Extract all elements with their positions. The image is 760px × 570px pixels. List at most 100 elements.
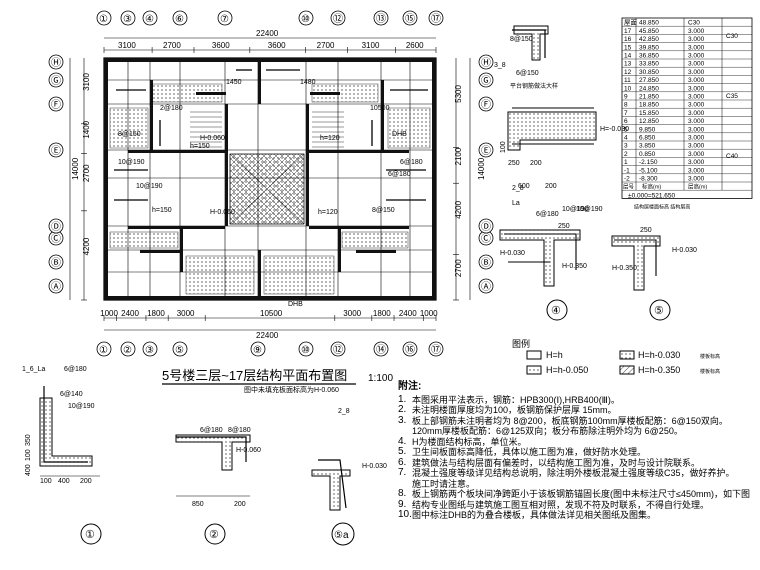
slab-region-lowered bbox=[263, 255, 335, 295]
axis-bubble-top bbox=[373, 10, 389, 26]
axis-bubble-bottom-label: ⑫ bbox=[333, 344, 343, 356]
axis-bubble-top-label: ⑩ bbox=[301, 14, 310, 25]
axis-bubble-right bbox=[478, 54, 494, 70]
plan-label: H-0.060 bbox=[210, 209, 235, 216]
plan-label: 10500 bbox=[370, 105, 390, 112]
detail-3-rebar-top bbox=[512, 29, 546, 58]
note-text: 本图采用平法表示，钢筋：HPB300(Ⅰ),HRB400(Ⅲ)。 bbox=[412, 394, 620, 405]
dim-value: 10500 bbox=[260, 309, 283, 318]
note-item: 120mm厚楼板配筋：6@125双向；板分布筋除注明外均为 6@250。 bbox=[398, 426, 754, 437]
level-table-elev: 24.850 bbox=[639, 85, 659, 92]
detail-5a: 2_8 H-0.030 ⑤a bbox=[311, 408, 387, 546]
note-text: 卫生间板面标高降低，具体以施工图为准，做好防水处理。 bbox=[412, 447, 647, 457]
legend-swatch-4 bbox=[619, 365, 635, 375]
legend: 图例 H=h H=h-0.030 H=h-0.050 H=h-0.350 楼板标… bbox=[512, 338, 720, 375]
level-table-header: 层号 bbox=[623, 184, 635, 191]
detail-1-dim-3: 200 bbox=[80, 478, 92, 485]
note-number: 8. bbox=[398, 489, 407, 499]
axis-bubble-right-label: Ⓑ bbox=[481, 257, 491, 269]
dim-value: 1400 bbox=[82, 120, 91, 138]
dim-value: 3100 bbox=[362, 41, 380, 50]
detail-3-top: 3_8 bbox=[494, 62, 506, 69]
shear-wall bbox=[180, 226, 183, 272]
detail-5a-label: ⑤a bbox=[334, 530, 349, 541]
level-table-height: 3.000 bbox=[688, 143, 705, 150]
level-table-elev: 30.850 bbox=[639, 69, 659, 76]
note-text: 板上部钢筋未注明者均为 8@200，板底钢筋100mm厚楼板配筋：6@150双向… bbox=[412, 415, 728, 426]
level-table-height: 3.000 bbox=[688, 159, 705, 166]
level-table-elev: 33.850 bbox=[639, 61, 659, 68]
detail-3-dim-2: 250 bbox=[508, 160, 520, 167]
level-table-elev: 15.850 bbox=[639, 110, 659, 117]
dim-value: 3100 bbox=[82, 73, 91, 91]
note-text: 120mm厚楼板配筋：6@125双向；板分布筋除注明外均为 6@250。 bbox=[412, 426, 683, 436]
plan-label: 1450 bbox=[226, 79, 242, 86]
note-text: 结构专业图纸与建筑施工图互相对照，发现不符及时联系，不得自行处理。 bbox=[412, 499, 710, 510]
slab-region-lowered bbox=[109, 107, 149, 149]
axis-bubble-right-label: Ⓖ bbox=[481, 75, 491, 87]
legend-swatch-2 bbox=[619, 350, 635, 360]
axis-bubble-right bbox=[478, 254, 494, 270]
axis-bubble-left-label: Ⓗ bbox=[51, 57, 61, 69]
axis-bubble-left bbox=[48, 54, 64, 70]
detail-1-side-1: 350 bbox=[25, 434, 32, 446]
note-text: 建筑做法与结构层面有偏差时，以结构施工图为准，及时与设计院联系。 bbox=[412, 457, 701, 468]
detail-1-rebar-1: 6@180 bbox=[64, 366, 87, 373]
side-dimension-chains: 3100140027004200140005300210042002700140… bbox=[69, 58, 486, 301]
level-table-elev: 45.850 bbox=[639, 28, 659, 35]
axis-bubble-left bbox=[48, 218, 64, 234]
axis-bubble-top bbox=[172, 10, 188, 26]
axis-bubble-bottom bbox=[373, 341, 389, 357]
detail-3-dim-1: 100 bbox=[500, 141, 507, 153]
note-number: 5. bbox=[398, 447, 407, 457]
shear-wall bbox=[356, 250, 396, 253]
dim-value: 2100 bbox=[454, 147, 463, 165]
plan-label: 2@180 bbox=[160, 105, 183, 112]
note-item: 5. 卫生间板面标高降低，具体以施工图为准，做好防水处理。 bbox=[398, 447, 754, 458]
detail-4-dim-1: 250 bbox=[558, 223, 570, 230]
level-table-floor: 11 bbox=[624, 77, 631, 84]
detail-3-dim-5: 200 bbox=[545, 183, 557, 190]
note-item: 7.混凝土强度等级详见结构总说明，除注明外楼板混凝土强度等级C35，做好养护。 bbox=[398, 468, 754, 479]
axis-bubble-bottom bbox=[298, 341, 314, 357]
detail-3: 3_8 6@150 8@150 平台钢筋做法大样 H=-0.030 2_8 6@… bbox=[494, 25, 629, 218]
plan-label: DHB bbox=[392, 131, 407, 138]
dim-total: 22400 bbox=[256, 29, 279, 38]
note-item: 4.H为楼面结构标高，单位米。 bbox=[398, 437, 754, 448]
level-table-elev: -2.150 bbox=[639, 159, 658, 166]
legend-item-3: H=h-0.050 bbox=[546, 365, 588, 375]
level-table-height: 3.000 bbox=[688, 44, 705, 51]
notes: 附注: 1.本图采用平法表示，钢筋：HPB300(Ⅰ),HRB400(Ⅲ)。2.… bbox=[398, 381, 754, 521]
dim-total: 14000 bbox=[477, 157, 486, 180]
note-item: 1.本图采用平法表示，钢筋：HPB300(Ⅰ),HRB400(Ⅲ)。 bbox=[398, 395, 754, 406]
level-table-elev: 42.850 bbox=[639, 36, 659, 43]
level-table-grade: C30 bbox=[726, 33, 738, 40]
detail-5a-top: 2_8 bbox=[338, 408, 350, 415]
legend-item-4: H=h-0.350 bbox=[638, 365, 680, 375]
detail-4-h1: H-0.030 bbox=[500, 250, 525, 257]
axis-bubble-top-label: ① bbox=[99, 14, 108, 25]
level-table-elev: -5.100 bbox=[639, 167, 658, 174]
detail-1-top: 1_6_La bbox=[22, 366, 45, 373]
shear-wall bbox=[306, 104, 309, 226]
dim-value: 2400 bbox=[399, 309, 417, 318]
slab-region-lowered bbox=[341, 231, 409, 249]
dim-value: 3000 bbox=[177, 309, 195, 318]
detail-5a-h: H-0.030 bbox=[362, 463, 387, 470]
plan-label: 6@180 bbox=[388, 171, 411, 178]
note-number bbox=[398, 479, 412, 490]
level-table-floor: 1 bbox=[624, 159, 628, 166]
detail-1-side-3: 400 bbox=[25, 464, 32, 476]
axis-bubble-bottom-label: ⑯ bbox=[405, 344, 415, 356]
axis-bubble-bottom bbox=[428, 341, 444, 357]
level-table-footer: ±0.000=521.650 bbox=[628, 192, 676, 199]
note-text: 图中标注DHB的为叠合楼板，具体做法详见相关图纸及图集。 bbox=[412, 510, 657, 520]
detail-2: 6@180 8@180 H-0.060 850 200 ② bbox=[175, 427, 261, 545]
dim-value: 2700 bbox=[163, 41, 181, 50]
level-table-height: 3.000 bbox=[688, 36, 705, 43]
axis-bubble-top-label: ⑬ bbox=[376, 13, 386, 25]
level-table-floor: 9 bbox=[624, 94, 628, 101]
axis-bubble-top bbox=[96, 10, 112, 26]
